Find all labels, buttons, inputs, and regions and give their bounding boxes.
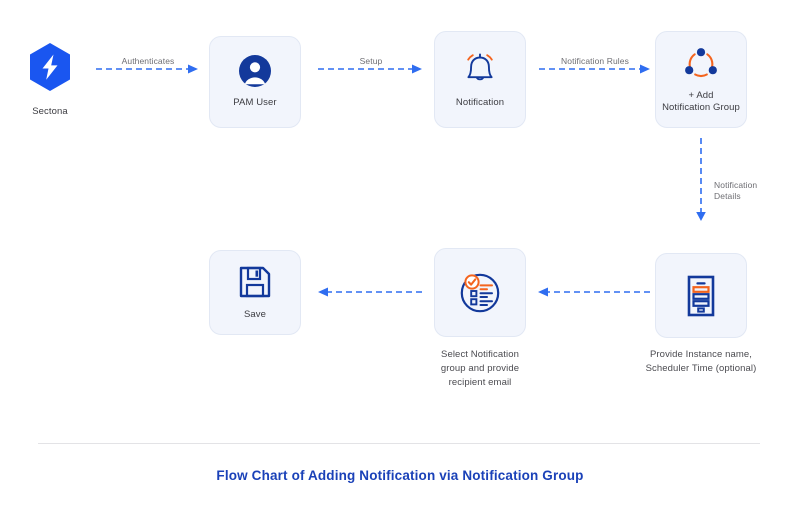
connector-sectona-to-pamuser — [96, 62, 200, 76]
card-label-add-notification-group: + Add Notification Group — [662, 89, 740, 113]
form-document-icon — [683, 274, 719, 318]
node-label-sectona: Sectona — [32, 106, 68, 117]
connector-label-setup: Setup — [359, 56, 383, 66]
connector-notification-to-addgroup — [539, 62, 652, 76]
checklist-circle-icon — [456, 269, 504, 317]
card-add-notification-group[interactable]: + Add Notification Group — [655, 31, 747, 128]
card-label-save: Save — [243, 308, 267, 320]
bell-icon — [460, 50, 500, 88]
connector-label-authenticates: Authenticates — [121, 56, 175, 66]
floppy-save-icon — [237, 264, 273, 300]
connector-instance-to-selectgroup — [536, 285, 652, 299]
card-label-notification: Notification — [455, 96, 505, 108]
group-dots-icon — [681, 45, 721, 81]
card-save[interactable]: Save — [209, 250, 301, 335]
card-select-notification-group[interactable] — [434, 248, 526, 337]
connector-pamuser-to-notification — [318, 62, 424, 76]
sectona-hexagon-bolt-icon — [28, 42, 72, 97]
footer-divider — [38, 443, 760, 444]
connector-label-notification-rules: Notification Rules — [561, 56, 629, 66]
caption-select-notification-group: Select Notification group and provide re… — [440, 349, 520, 388]
card-provide-instance[interactable] — [655, 253, 747, 338]
card-label-pam-user: PAM User — [233, 97, 277, 109]
footer-title: Flow Chart of Adding Notification via No… — [216, 468, 584, 483]
caption-provide-instance: Provide Instance name, Scheduler Time (o… — [645, 349, 757, 374]
user-avatar-icon — [238, 54, 272, 88]
connector-addgroup-to-instance — [694, 138, 708, 224]
card-pam-user[interactable]: PAM User — [209, 36, 301, 128]
node-sectona: Sectona — [18, 42, 82, 118]
connector-selectgroup-to-save — [316, 285, 424, 299]
card-notification[interactable]: Notification — [434, 31, 526, 128]
connector-label-notification-details: Notification Details — [714, 180, 758, 202]
